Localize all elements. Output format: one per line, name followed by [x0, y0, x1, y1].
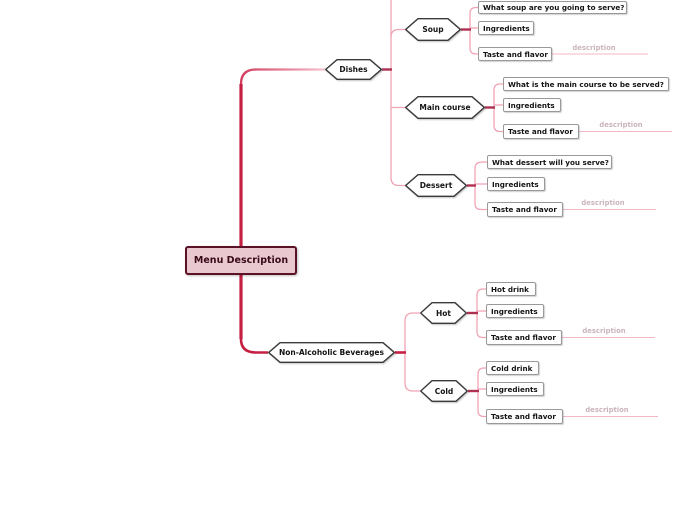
- hexagon-shape: [325, 59, 382, 80]
- topic-dishes[interactable]: Dishes: [325, 59, 382, 80]
- topic-soup-taste-and-flavor[interactable]: Taste and flavor: [478, 47, 552, 61]
- topic-label: Dishes: [339, 65, 368, 74]
- label-main-course-description[interactable]: description: [599, 121, 643, 129]
- label-soup-description[interactable]: description: [572, 44, 616, 52]
- topic-non-alcoholic-beverages[interactable]: Non-Alcoholic Beverages: [268, 342, 395, 363]
- topic-dessert-ingredients[interactable]: Ingredients: [487, 177, 545, 191]
- hexagon-shape: [405, 18, 461, 41]
- topic-main-course-ingredients[interactable]: Ingredients: [503, 98, 561, 112]
- topic-main-course-taste-and-flavor[interactable]: Taste and flavor: [503, 124, 579, 139]
- topic-cold-ingredients[interactable]: Ingredients: [486, 382, 544, 396]
- topic-label: Cold: [434, 386, 454, 396]
- topic-hot-ingredients[interactable]: Ingredients: [486, 304, 544, 318]
- topic-label: Main course: [419, 103, 471, 112]
- topic-cold[interactable]: Cold: [420, 380, 468, 402]
- label-hot-description[interactable]: description: [582, 327, 626, 335]
- topic-hot[interactable]: Hot: [420, 302, 467, 324]
- topic-cold-drink[interactable]: Cold drink: [486, 361, 539, 375]
- topic-label: Non-Alcoholic Beverages: [278, 348, 384, 357]
- topic-hot-drink[interactable]: Hot drink: [486, 282, 536, 296]
- topic-hot-taste-and-flavor[interactable]: Taste and flavor: [486, 330, 562, 345]
- topic-main-course-question[interactable]: What is the main course to be served?: [503, 77, 669, 91]
- hexagon-shape: [405, 96, 485, 119]
- topic-label: Soup: [422, 25, 444, 34]
- topic-main-course[interactable]: Main course: [405, 96, 485, 119]
- hexagon-shape: [268, 342, 395, 363]
- topic-menu-description[interactable]: Menu Description: [185, 246, 297, 275]
- hexagon-shape: [405, 174, 467, 197]
- topic-soup-ingredients[interactable]: Ingredients: [478, 21, 534, 35]
- topic-cold-taste-and-flavor[interactable]: Taste and flavor: [486, 409, 563, 424]
- topic-label: Hot: [435, 308, 451, 318]
- hexagon-shape: [420, 302, 467, 324]
- hexagon-shape: [420, 380, 468, 402]
- label-dessert-description[interactable]: description: [581, 199, 625, 207]
- label-cold-description[interactable]: description: [585, 406, 629, 414]
- topic-dessert-question[interactable]: What dessert will you serve?: [487, 155, 612, 169]
- topic-dessert-taste-and-flavor[interactable]: Taste and flavor: [487, 202, 563, 217]
- topic-label: Dessert: [419, 181, 453, 190]
- topic-soup-question[interactable]: What soup are you going to serve?: [478, 1, 627, 14]
- topic-dessert[interactable]: Dessert: [405, 174, 467, 197]
- topic-soup[interactable]: Soup: [405, 18, 461, 41]
